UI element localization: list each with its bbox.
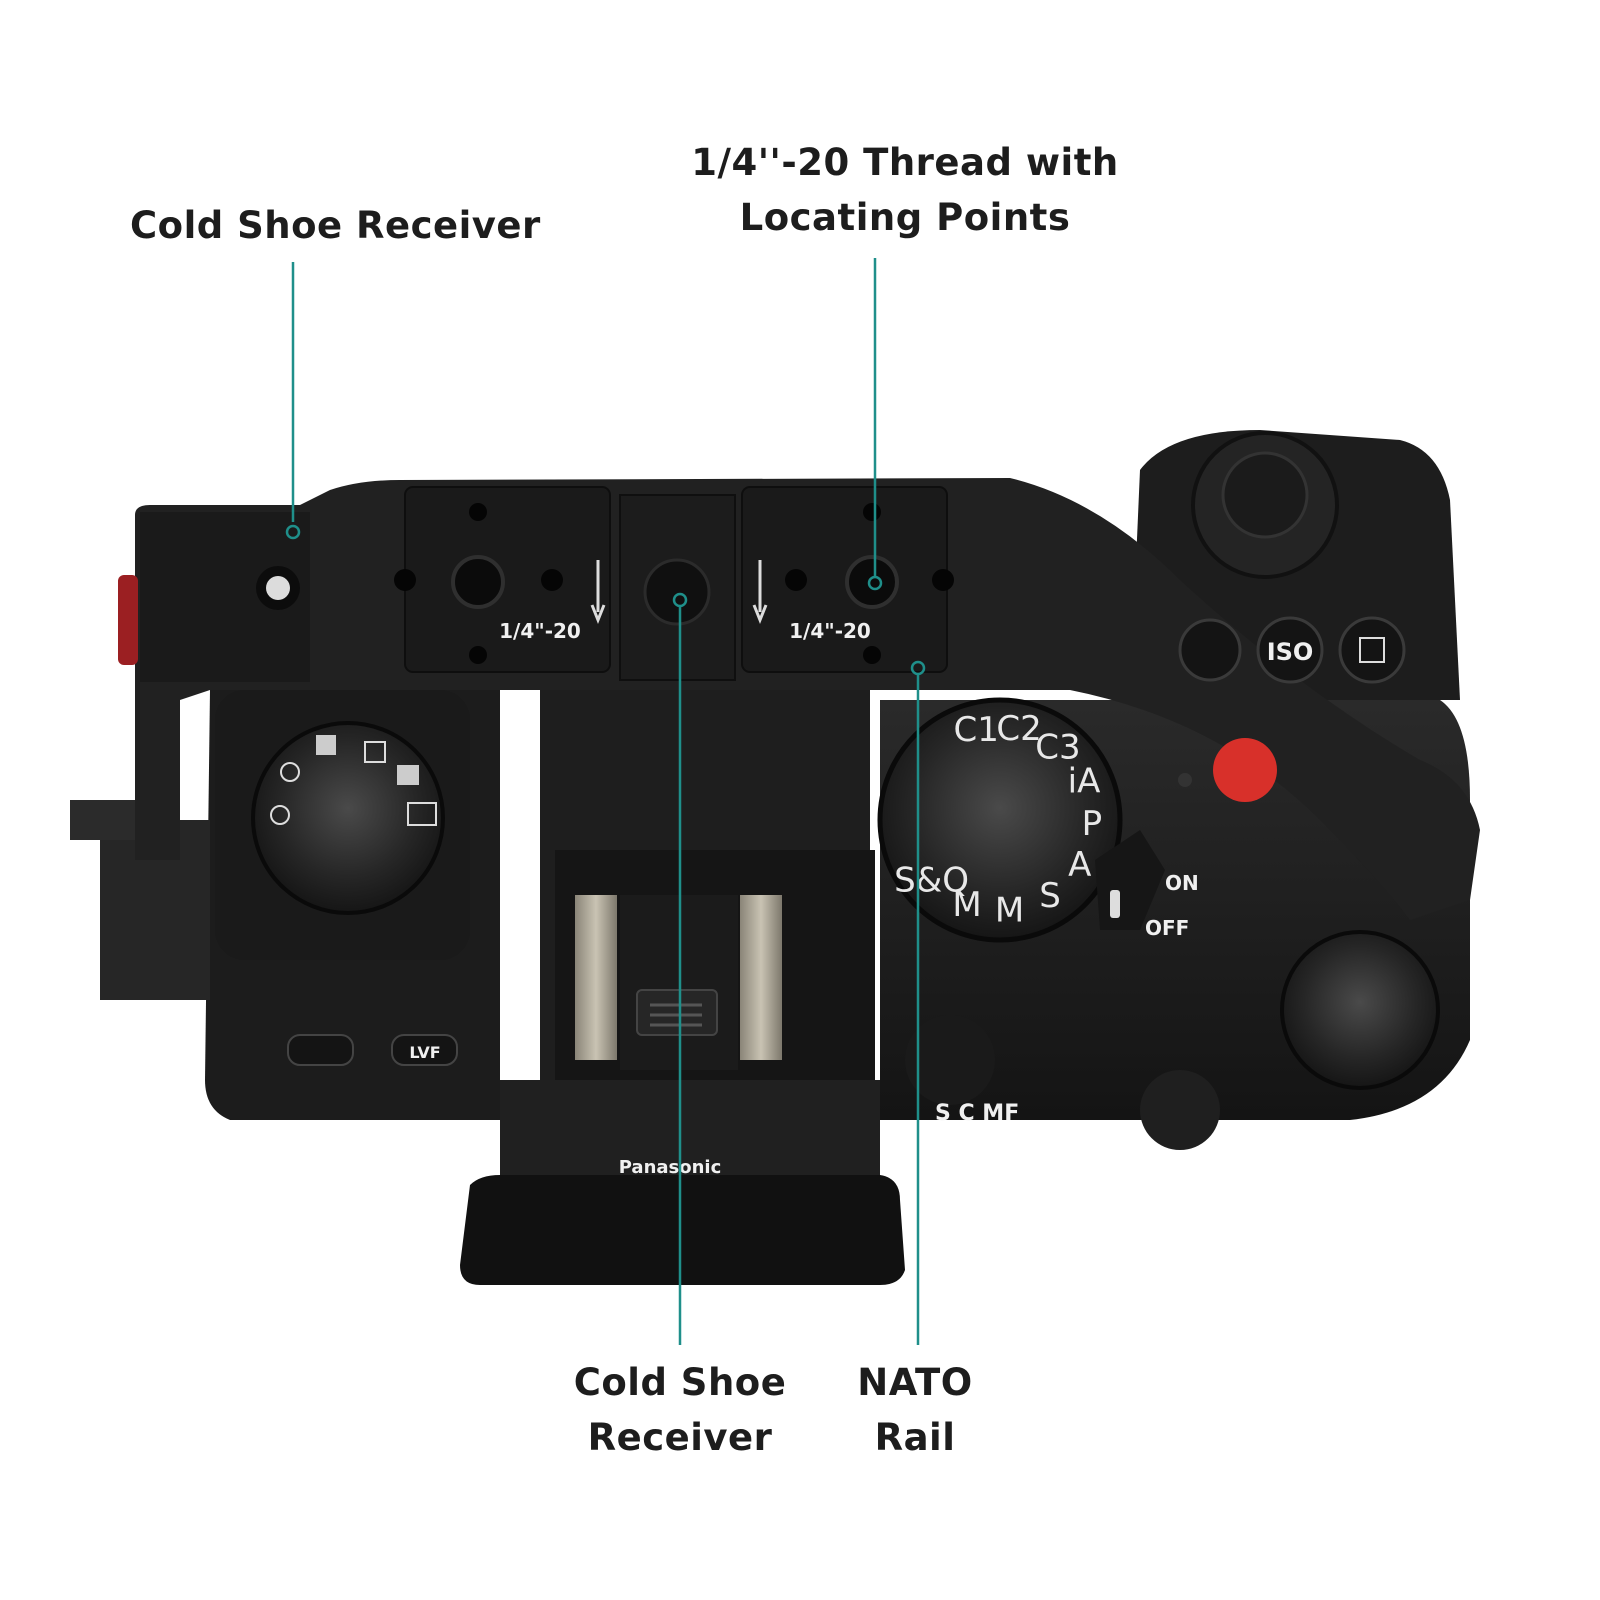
mode-dial-label: C3 — [1035, 728, 1080, 768]
focus-mode-labels: S C MF — [935, 1101, 1019, 1126]
thread-left-engraving: 1/4"-20 — [499, 619, 581, 643]
callout-cold-shoe-bottom: Cold Shoe Receiver — [565, 1355, 795, 1465]
callout-nato-line2: Rail — [874, 1416, 956, 1459]
callout-cold-shoe-bottom-line1: Cold Shoe — [573, 1361, 787, 1404]
mode-dial-label: C1 — [954, 710, 999, 750]
lvf-button-label: LVF — [409, 1043, 440, 1062]
thread-right-engraving: 1/4"-20 — [789, 619, 871, 643]
mode-dial-label: P — [1082, 804, 1103, 844]
mode-dial-label: S — [1039, 876, 1061, 916]
iso-button-label: ISO — [1267, 638, 1314, 666]
on-label: ON — [1165, 871, 1199, 895]
callout-thread-line1: 1/4''-20 Thread with — [691, 141, 1119, 184]
mode-dial-label: M — [995, 891, 1024, 931]
callout-leader-lines — [285, 258, 926, 1345]
mode-dial-label: M — [952, 885, 981, 925]
drive-mode-dial — [215, 690, 470, 960]
callout-thread-line2: Locating Points — [739, 196, 1071, 239]
leader-dot-nato — [910, 660, 926, 676]
mode-dial-label: S&Q — [894, 861, 969, 901]
leader-dot-cold-shoe-top — [285, 524, 301, 540]
callout-cold-shoe-top: Cold Shoe Receiver — [130, 198, 541, 253]
rear-controls: ISO S C MF LVF — [287, 431, 1440, 1150]
callout-cold-shoe-bottom-line2: Receiver — [587, 1416, 773, 1459]
top-cage: 1/4"-20 1/4"-20 — [118, 478, 1480, 920]
callout-nato-line1: NATO — [857, 1361, 973, 1404]
leader-dot-thread — [867, 575, 883, 591]
mode-dial-label: A — [1068, 845, 1091, 885]
callout-thread: 1/4''-20 Thread with Locating Points — [690, 135, 1120, 245]
off-label: OFF — [1145, 916, 1189, 940]
brand-engraving: Panasonic — [619, 1157, 722, 1178]
mode-dial-label: C2 — [996, 709, 1041, 749]
callout-nato-rail: NATO Rail — [840, 1355, 990, 1465]
mode-dial-label: iA — [1068, 762, 1101, 802]
hot-shoe: Panasonic — [555, 850, 875, 1178]
leader-dot-cold-shoe-bottom — [672, 592, 688, 608]
callout-cold-shoe-top-text: Cold Shoe Receiver — [130, 204, 541, 247]
